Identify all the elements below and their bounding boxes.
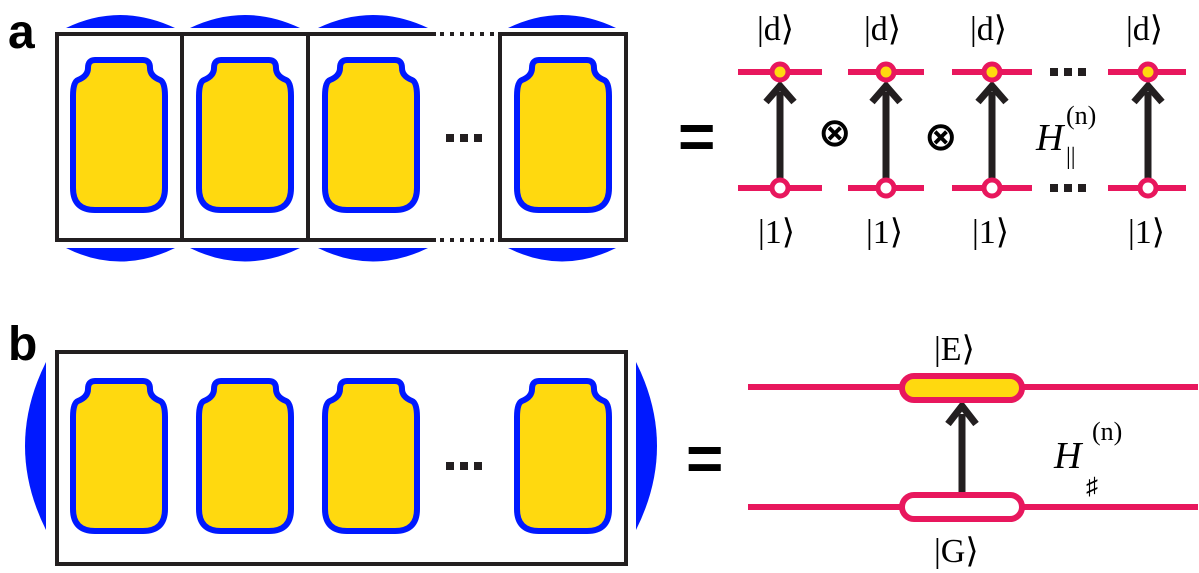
panel-a-excited-states <box>769 61 1159 83</box>
tensor-symbol-2: ⊗ <box>924 114 958 160</box>
atom-4 <box>514 57 612 213</box>
panel-a-label: a <box>8 6 35 59</box>
mirror-bottom-1 <box>66 248 175 262</box>
ket-d-1: |d⟩ <box>757 11 794 48</box>
ket-1-1: |1⟩ <box>758 214 795 251</box>
atom-2 <box>196 57 294 213</box>
hamiltonian-subscript: || <box>1066 144 1076 170</box>
panel-b-hamiltonian: H (n) ♯ <box>1053 417 1122 500</box>
hamiltonian-b-symbol: H <box>1053 435 1084 477</box>
panel-a-level-lines <box>738 69 1186 191</box>
panel-b-cavity-frame <box>55 350 628 566</box>
panel-a-bottom-mirrors <box>66 248 616 262</box>
panel-b-atoms <box>70 378 612 534</box>
atom-b-4 <box>514 378 612 534</box>
hamiltonian-symbol: H <box>1035 117 1066 159</box>
mirror-bottom-2 <box>190 248 300 262</box>
panel-a-atoms <box>70 57 612 213</box>
panel-a-level-ellipsis <box>1050 68 1086 192</box>
ket-d-4: |d⟩ <box>1126 11 1163 48</box>
mirror-left <box>25 362 46 530</box>
tensor-symbol-1: ⊗ <box>818 110 852 156</box>
panel-b-ellipsis <box>446 462 482 470</box>
mirror-top-2 <box>190 15 300 28</box>
panel-b-mirrors <box>25 362 657 530</box>
ket-1-2: |1⟩ <box>866 214 903 251</box>
hamiltonian-superscript: (n) <box>1066 101 1096 130</box>
panel-a-equals: = <box>678 100 715 172</box>
ket-G: |G⟩ <box>934 533 979 570</box>
atom-b-1 <box>70 378 168 534</box>
panel-a-cavity-frames <box>55 32 628 242</box>
hamiltonian-b-superscript: (n) <box>1092 417 1122 446</box>
ket-1-3: |1⟩ <box>972 214 1009 251</box>
panel-b-label: b <box>8 318 37 371</box>
mirror-bottom-4 <box>508 248 616 262</box>
atom-3 <box>322 57 420 213</box>
mirror-top-3 <box>318 15 428 28</box>
ket-1-4: |1⟩ <box>1128 214 1165 251</box>
panel-a-ground-states <box>769 177 1159 199</box>
panel-a-arrows <box>763 80 1165 178</box>
ket-E: |E⟩ <box>934 331 975 368</box>
panel-b-level-lines <box>748 384 1198 510</box>
panel-a-ellipsis <box>446 134 482 142</box>
ket-d-3: |d⟩ <box>970 11 1007 48</box>
ket-d-2: |d⟩ <box>864 11 901 48</box>
panel-a-top-mirrors <box>66 15 616 28</box>
mirror-right <box>636 362 657 530</box>
mirror-top-4 <box>508 15 616 28</box>
panel-a-hamiltonian: H (n) || <box>1035 101 1096 170</box>
panel-b-equals: = <box>686 422 723 494</box>
excited-level-E <box>899 373 1025 403</box>
mirror-top-1 <box>66 15 175 28</box>
atom-b-3 <box>322 378 420 534</box>
ground-level-G <box>899 492 1025 522</box>
atom-1 <box>70 57 168 213</box>
atom-b-2 <box>196 378 294 534</box>
panel-b-arrowhead <box>945 400 979 427</box>
hamiltonian-b-subscript: ♯ <box>1086 474 1098 500</box>
mirror-bottom-3 <box>318 248 428 262</box>
